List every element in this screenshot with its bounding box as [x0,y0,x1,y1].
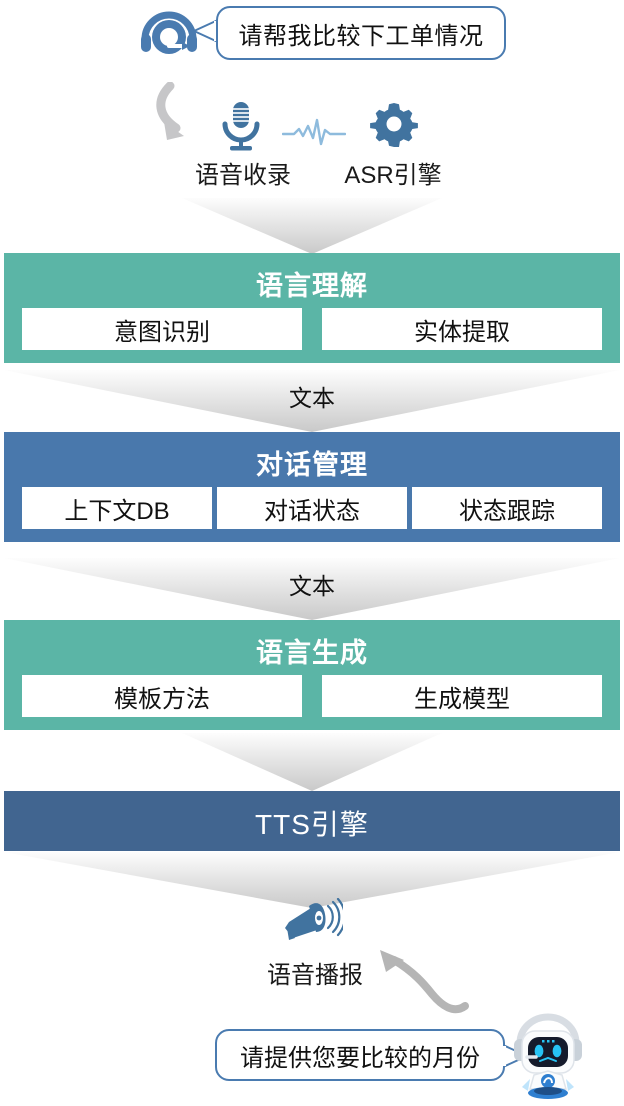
nlu-box-entity-extraction[interactable]: 实体提取 [322,308,602,350]
voice-broadcast-label: 语音播报 [267,962,363,989]
flow-connector-2-label: 文本 [289,385,335,411]
user-utterance-text: 请帮我比较下工单情况 [238,22,484,50]
dm-box-state-tracking[interactable]: 状态跟踪 [412,487,602,529]
user-speech-bubble: 请帮我比较下工单情况 [216,6,506,60]
waveform-icon [281,116,347,150]
module-dm-title: 对话管理 [256,450,368,480]
bot-utterance-text: 请提供您要比较的月份 [240,1044,480,1072]
flow-connector-1 [4,198,620,254]
flow-connector-5 [4,852,620,908]
headset-icon [138,6,204,62]
module-dm: 对话管理 上下文DB 对话状态 状态跟踪 [4,432,620,542]
module-tts-title: TTS引擎 [255,809,369,840]
flow-connector-3-label: 文本 [289,573,335,599]
curved-arrow-down-icon [152,81,218,148]
module-nlg-boxes: 模板方法 生成模型 [22,675,602,717]
module-dm-boxes: 上下文DB 对话状态 状态跟踪 [22,487,602,529]
robot-avatar-icon [508,1013,588,1101]
user-turn-row: 请帮我比较下工单情况 [138,4,538,66]
dm-box-dialog-state[interactable]: 对话状态 [217,487,407,529]
megaphone-icon [283,897,346,944]
voice-capture-label: 语音收录 [195,162,291,189]
curved-arrow-up-left-icon [370,946,470,1014]
bot-speech-bubble: 请提供您要比较的月份 [215,1029,505,1081]
flow-connector-4 [4,733,620,791]
module-nlu-boxes: 意图识别 实体提取 [22,308,602,350]
module-nlg: 语言生成 模板方法 生成模型 [4,620,620,730]
dm-box-context-db[interactable]: 上下文DB [22,487,212,529]
nlg-box-generative-model[interactable]: 生成模型 [322,675,602,717]
module-nlu: 语言理解 意图识别 实体提取 [4,253,620,363]
flow-connector-3: 文本 [4,554,620,620]
nlu-box-intent-recognition[interactable]: 意图识别 [22,308,302,350]
module-nlu-title: 语言理解 [256,271,368,301]
microphone-icon [218,100,264,152]
flow-connector-2: 文本 [4,366,620,432]
asr-engine-label: ASR引擎 [344,162,442,189]
nlg-box-template-method[interactable]: 模板方法 [22,675,302,717]
module-nlg-title: 语言生成 [256,638,368,668]
gear-icon [370,100,418,148]
module-tts: TTS引擎 [4,791,620,851]
